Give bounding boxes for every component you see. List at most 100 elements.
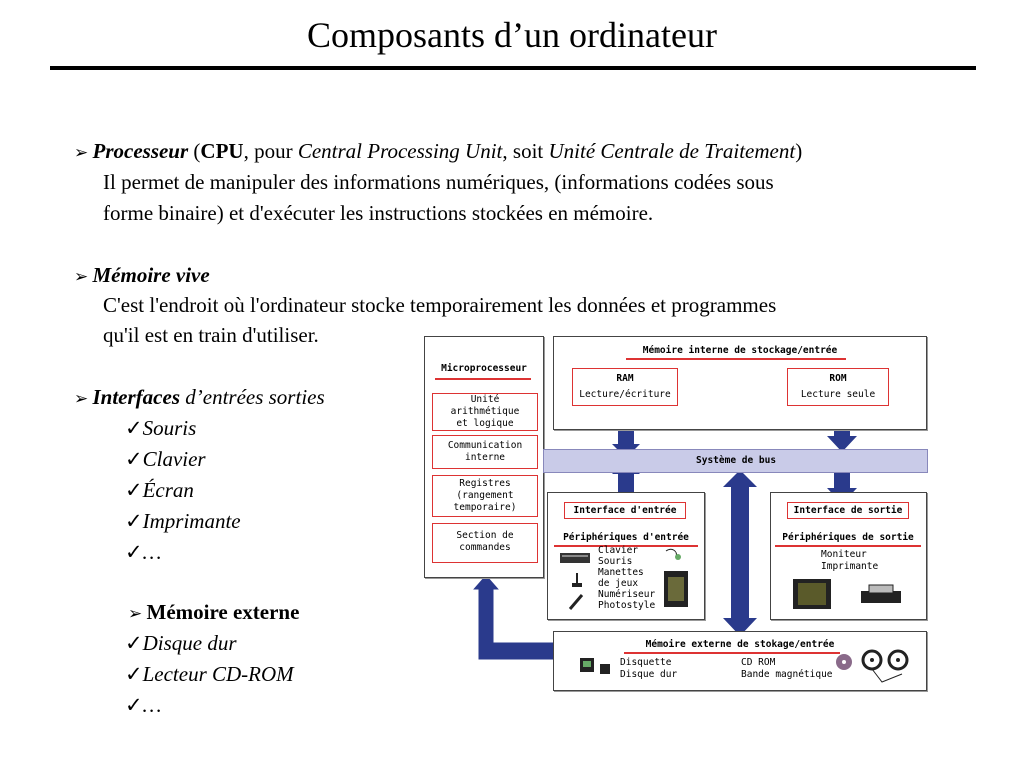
memoire-vive-desc-line1: C'est l'endroit où l'ordinateur stocke t…	[103, 293, 777, 317]
bullet-interfaces: ➢ Interfaces d’entrées sorties	[74, 385, 325, 410]
periph-sortie-list: Moniteur Imprimante	[821, 549, 878, 573]
processeur-desc-line1: Il permet de manipuler des informations …	[103, 170, 774, 194]
interfaces-rest: d’entrées sorties	[180, 385, 325, 409]
memoire-interne-label: Mémoire interne de stockage/entrée	[642, 345, 838, 356]
disk-icons	[580, 658, 610, 674]
page-title: Composants d’un ordinateur	[307, 15, 717, 55]
interface-entree-label: Interface d'entrée	[564, 502, 686, 519]
ram-sublabel: Lecture/écriture	[579, 389, 671, 400]
check-icon: ✓	[125, 631, 143, 655]
ram-box: RAM Lecture/écriture	[572, 368, 678, 406]
title-underline	[50, 66, 976, 70]
periph-souris: Souris	[598, 556, 633, 567]
unite-line2: arithmétique	[450, 406, 520, 417]
interface-entree-box: Interface d'entrée Périphériques d'entré…	[547, 492, 705, 620]
check-icon: ✓	[125, 447, 143, 471]
list-item: ✓…	[125, 540, 161, 565]
list-item: ✓Écran	[125, 478, 194, 503]
registres-line1: Registres	[459, 478, 511, 489]
periph-imprimante: Imprimante	[821, 561, 879, 572]
section-line2: commandes	[459, 542, 511, 553]
red-underline	[435, 378, 531, 380]
periph-sortie-label: Périphériques de sortie	[782, 532, 914, 543]
ext-disque-dur: Disque dur	[620, 669, 678, 680]
periph-clavier: Clavier	[598, 545, 639, 556]
list-item: ✓Disque dur	[125, 631, 237, 656]
communication-box: Communication interne	[432, 435, 538, 469]
media-icons	[836, 649, 909, 683]
term-processeur: Processeur	[92, 139, 189, 163]
periph-de-jeux: de jeux	[598, 578, 639, 589]
red-underline	[626, 358, 846, 360]
stylus-icon	[568, 594, 584, 610]
item-ellipsis: …	[142, 540, 162, 564]
ext-left-list: Disquette Disque dur	[620, 657, 677, 681]
term-interfaces: Interfaces	[92, 385, 181, 409]
output-devices-icons	[793, 579, 901, 609]
red-underline	[775, 545, 921, 547]
ext-cd-rom: CD ROM	[741, 657, 776, 668]
printer-icon	[861, 591, 901, 603]
registres-line2: (rangement	[456, 490, 514, 501]
paren-close: )	[795, 139, 803, 163]
systeme-de-bus: Système de bus	[543, 449, 928, 473]
digitizer-mouse-icons	[664, 548, 688, 607]
item-souris: Souris	[142, 416, 197, 440]
check-icon: ✓	[125, 693, 143, 717]
item-imprimante: Imprimante	[142, 509, 241, 533]
bus-label: Système de bus	[696, 455, 777, 466]
word-pour: , pour	[243, 139, 298, 163]
term-english: Central Processing Unit	[297, 139, 503, 163]
input-devices-icons	[560, 553, 590, 610]
ram-label: RAM	[616, 373, 634, 384]
mouse-icon	[665, 548, 677, 558]
item-disque-dur: Disque dur	[142, 631, 237, 655]
check-icon: ✓	[125, 540, 143, 564]
term-memoire-vive: Mémoire vive	[92, 263, 210, 287]
bullet-arrow-icon: ➢	[128, 604, 147, 623]
joystick-icon	[572, 583, 582, 587]
periph-entree-list: Clavier Souris Manettes de jeux Numérise…	[598, 545, 655, 611]
external-to-cpu-arrow	[470, 573, 557, 661]
check-icon: ✓	[125, 509, 143, 533]
memoire-externe-label: Mémoire externe de stokage/entrée	[645, 639, 835, 650]
periph-numeriseur: Numériseur	[598, 589, 656, 600]
bullet-memoire-externe: ➢ Mémoire externe	[128, 600, 299, 625]
harddisk-icon	[600, 664, 610, 674]
registres-box: Registres (rangement temporaire)	[432, 475, 538, 517]
bus-external-arrow	[723, 470, 757, 636]
section-commandes-box: Section de commandes	[432, 523, 538, 563]
keyboard-icon	[560, 553, 590, 563]
memoire-vive-desc-line2: qu'il est en train d'utiliser.	[103, 323, 319, 347]
red-underline	[554, 545, 698, 547]
rom-label: ROM	[829, 373, 847, 384]
ext-bande: Bande magnétique	[741, 669, 833, 680]
item-ecran: Écran	[142, 478, 194, 502]
term-cpu: CPU	[200, 139, 244, 163]
interface-sortie-label: Interface de sortie	[787, 502, 909, 519]
memoire-externe-box: Mémoire externe de stokage/entrée Disque…	[553, 631, 927, 691]
unite-line3: et logique	[456, 418, 514, 429]
bullet-processeur: ➢ Processeur (CPU, pour Central Processi…	[74, 139, 802, 164]
section-line1: Section de	[456, 530, 514, 541]
item-ellipsis: …	[142, 693, 162, 717]
check-icon: ✓	[125, 662, 143, 686]
list-item: ✓Souris	[125, 416, 196, 441]
term-french: Unité Centrale de Traitement	[548, 139, 796, 163]
list-item: ✓…	[125, 693, 161, 718]
red-underline	[624, 652, 840, 654]
bullet-memoire-vive: ➢ Mémoire vive	[74, 263, 210, 288]
rom-box: ROM Lecture seule	[787, 368, 889, 406]
ext-right-list: CD ROM Bande magnétique	[741, 657, 833, 681]
periph-entree-label: Périphériques d'entrée	[563, 532, 689, 543]
periph-photostyle: Photostyle	[598, 600, 656, 611]
periph-manettes: Manettes	[598, 567, 644, 578]
ext-disquette: Disquette	[620, 657, 672, 668]
interface-sortie-box: Interface de sortie Périphériques de sor…	[770, 492, 927, 620]
check-icon: ✓	[125, 478, 143, 502]
item-clavier: Clavier	[142, 447, 206, 471]
bullet-arrow-icon: ➢	[74, 143, 93, 162]
list-item: ✓Lecteur CD-ROM	[125, 662, 294, 687]
registres-line3: temporaire)	[453, 502, 517, 513]
unite-arithmetique-box: Unité arithmétique et logique	[432, 393, 538, 431]
